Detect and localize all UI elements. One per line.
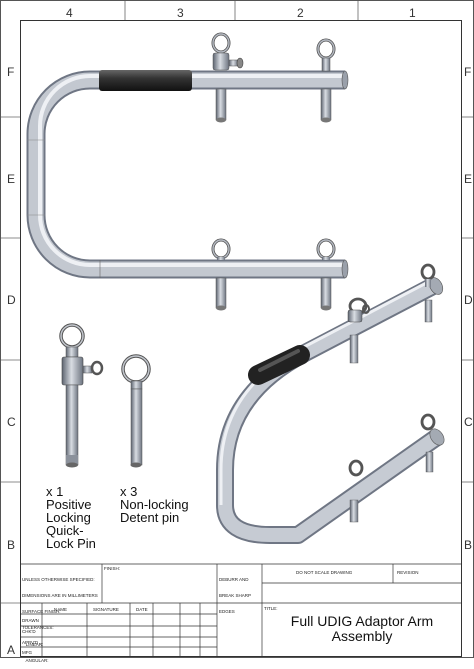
col-date: DATE (136, 607, 148, 612)
u-arm-assembly (26, 32, 349, 311)
row-drawn: DRAWN (22, 618, 39, 623)
inner-border (20, 20, 462, 657)
deburr-note: DEBURR AND BREAK SHARP EDGES (219, 576, 252, 615)
detent-pin-bottom-left (211, 238, 231, 311)
row-checked: CHK'D (22, 629, 36, 634)
detent-pin-top (316, 38, 336, 123)
zone-row-label: D (464, 293, 473, 307)
non-locking-detent-pin (121, 354, 151, 468)
row-mfg: MFG (22, 650, 32, 655)
zone-row-label: D (7, 293, 16, 307)
zone-column-label: 4 (66, 6, 73, 20)
detent-pin-bottom-right (316, 238, 336, 311)
isometric-arm-assembly (216, 263, 445, 544)
zone-row-label: E (7, 172, 16, 186)
do-not-scale-label: DO NOT SCALE DRAWING (296, 570, 353, 575)
grip-sleeve (99, 70, 192, 91)
zone-ticks (1, 1, 473, 604)
zone-row-label: E (464, 172, 473, 186)
positive-locking-pin (59, 323, 104, 468)
drawing-title: Full UDIG Adaptor Arm Assembly (290, 613, 434, 644)
zone-column-label: 1 (409, 6, 416, 20)
revision-label: REVISION (397, 570, 419, 575)
zone-row-label: C (464, 415, 473, 429)
zone-row-label: F (7, 65, 15, 79)
locking-pin-top (211, 32, 244, 123)
col-name: NAME (54, 607, 68, 612)
zone-column-label: 2 (297, 6, 304, 20)
title-block-grid (20, 563, 462, 656)
row-approved: APPV'D (22, 640, 39, 645)
zone-column-label: 3 (177, 6, 184, 20)
zone-row-label: B (464, 538, 473, 552)
col-signature: SIGNATURE (93, 607, 119, 612)
detent-pin-note: x 3 Non-locking Detent pin (120, 484, 189, 525)
zone-row-label: B (7, 538, 16, 552)
zone-row-label: F (464, 65, 472, 79)
zone-row-label: C (7, 415, 16, 429)
positive-pin-note: x 1 Positive Locking Quick- Lock Pin (46, 484, 96, 551)
finish-label: FINISH: (104, 566, 121, 571)
title-label: TITLE: (264, 606, 278, 611)
zone-row-label: A (7, 643, 16, 657)
